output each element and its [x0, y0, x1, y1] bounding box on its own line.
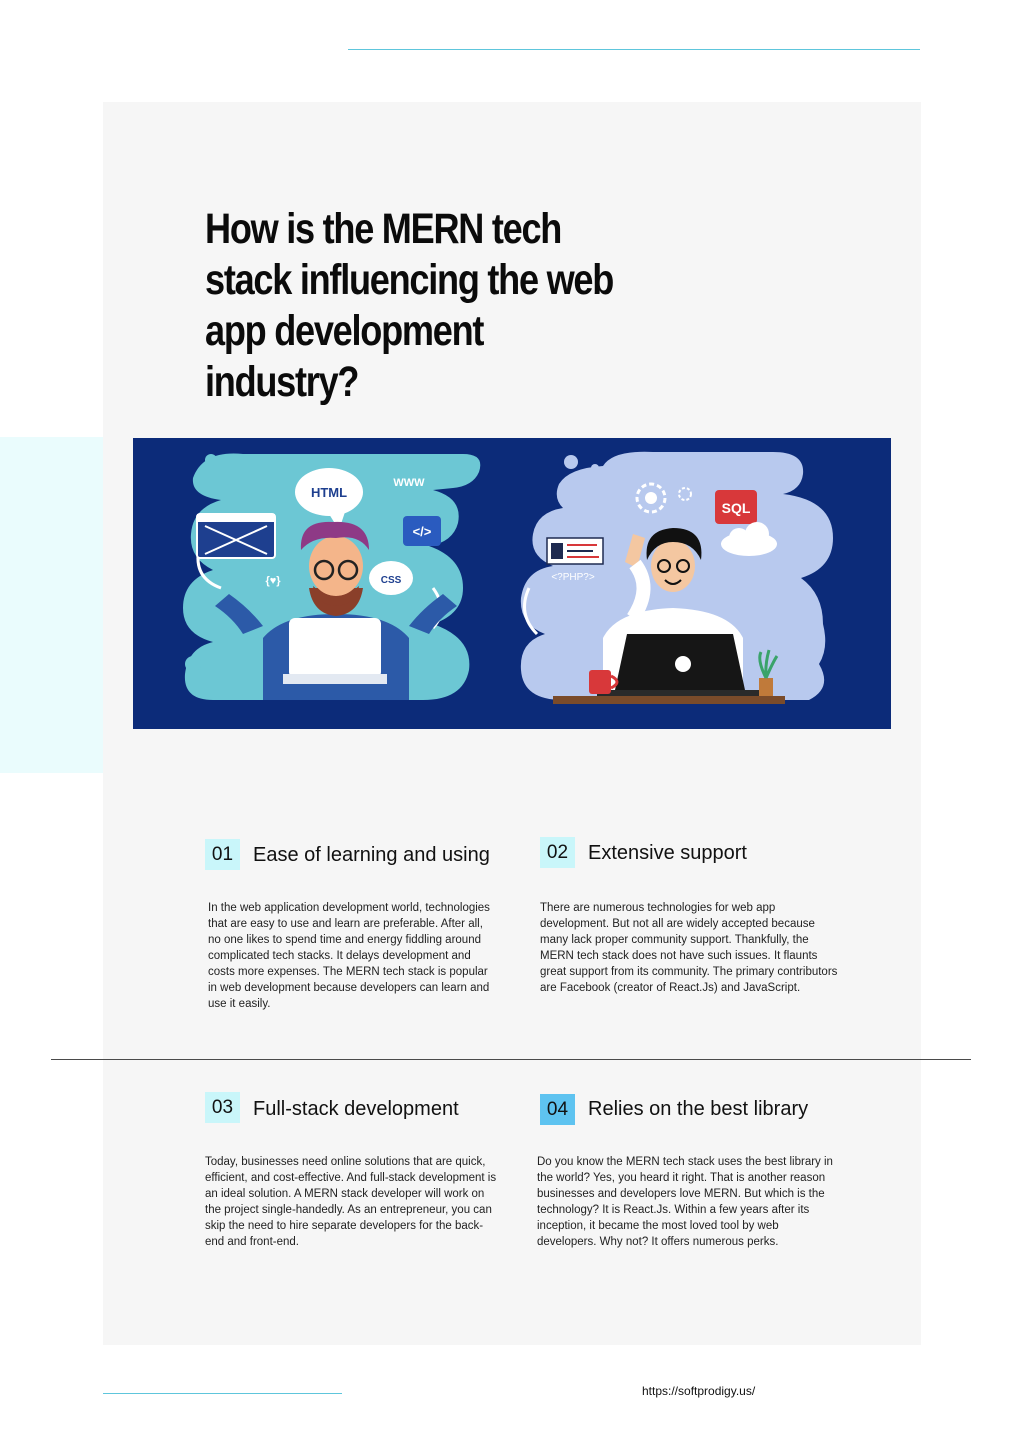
gear-icon [635, 482, 692, 514]
sql-badge: SQL [715, 490, 757, 524]
left-accent-block [0, 437, 103, 773]
male-developer-figure [215, 521, 457, 700]
code-window-icon [546, 537, 604, 565]
css-label: CSS [381, 575, 402, 586]
feature-title-extensive-support: Extensive support [588, 842, 747, 864]
feature-title-full-stack: Full-stack development [253, 1098, 459, 1120]
feature-number-01: 01 [205, 839, 240, 870]
feature-number-03: 03 [205, 1092, 240, 1123]
feature-title-best-library: Relies on the best library [588, 1098, 809, 1120]
www-label: WWW [393, 477, 425, 489]
top-accent-rule [348, 49, 920, 50]
sql-label: SQL [722, 500, 751, 516]
code-tag-icon: </> [403, 516, 441, 546]
mug-icon [589, 670, 619, 694]
feature-body-extensive-support: There are numerous technologies for web … [540, 902, 838, 994]
feature-number-04: 04 [540, 1094, 575, 1125]
section-divider [51, 1059, 971, 1060]
page-title: How is the MERN tech stack influencing t… [205, 205, 614, 406]
html-label: HTML [311, 485, 347, 500]
plant-icon [758, 649, 779, 696]
website-url[interactable]: https://softprodigy.us/ [642, 1384, 756, 1398]
feature-number-02: 02 [540, 837, 575, 868]
browser-window-icon [196, 513, 276, 559]
html-speech-bubble: HTML [295, 468, 363, 530]
braces-heart-label: {♥} [265, 575, 281, 587]
cloud-icon [721, 522, 777, 556]
php-label: <?PHP?> [551, 572, 595, 583]
feature-title-ease-of-learning: Ease of learning and using [253, 844, 490, 866]
bottom-accent-rule [103, 1393, 342, 1394]
laptop-icon [597, 634, 765, 696]
feature-body-full-stack: Today, businesses need online solutions … [205, 1156, 497, 1248]
code-tag-label: </> [413, 524, 432, 539]
desk [553, 696, 785, 704]
hero-illustration: HTML WWW </> CSS {♥} [133, 438, 891, 729]
feature-body-best-library: Do you know the MERN tech stack uses the… [537, 1156, 833, 1248]
feature-body-ease-of-learning: In the web application development world… [208, 902, 490, 1010]
css-speech-bubble: CSS [369, 561, 413, 595]
